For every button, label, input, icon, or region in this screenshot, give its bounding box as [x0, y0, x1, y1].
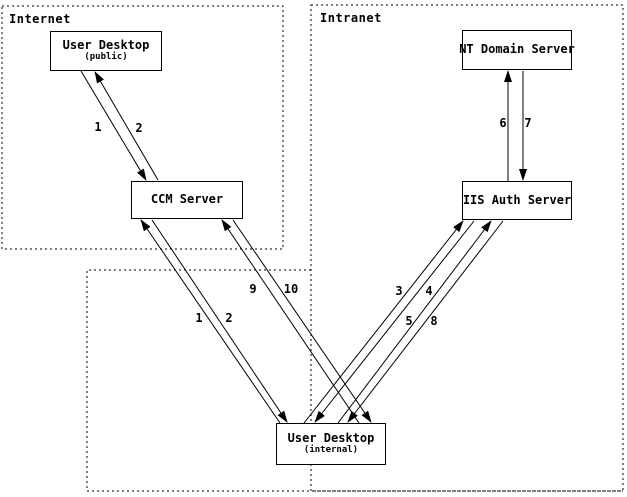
node-ccm-server-title: CCM Server	[150, 192, 224, 207]
node-nt-domain-server: NT Domain Server	[459, 30, 575, 70]
step-label-internal-ccm-1: 1	[195, 311, 203, 325]
node-user-desktop-internal-subtitle: (internal)	[303, 444, 359, 455]
node-user-desktop-internal: User Desktop (internal)	[276, 423, 386, 465]
step-label-internal-iis-3: 3	[395, 284, 403, 298]
step-label-nt-iis-6: 6	[499, 116, 507, 130]
step-label-internal-iis-8: 8	[430, 314, 438, 328]
arrow-internal-to-ccm-9	[221, 219, 360, 424]
step-label-internal-iis-4: 4	[425, 284, 433, 298]
arrow-ccm-to-internal-10	[232, 219, 372, 423]
node-user-desktop-public: User Desktop (public)	[50, 31, 162, 71]
node-user-desktop-public-title: User Desktop	[62, 38, 150, 53]
node-iis-auth-server-title: IIS Auth Server	[462, 192, 572, 207]
node-iis-auth-server: IIS Auth Server	[462, 181, 572, 220]
step-label-public-ccm-2: 2	[135, 121, 143, 135]
step-label-public-ccm-1: 1	[94, 120, 102, 134]
arrow-internal-to-iis-5	[337, 220, 492, 424]
node-user-desktop-internal-title: User Desktop	[287, 431, 375, 446]
internal-zone-border	[86, 269, 623, 492]
arrow-iis-to-internal-4	[314, 220, 475, 423]
arrow-internal-to-ccm-1	[140, 219, 281, 424]
step-label-internal-iis-5: 5	[405, 314, 413, 328]
arrow-ccm-to-internal-2	[151, 219, 288, 423]
step-label-nt-iis-7: 7	[524, 116, 532, 130]
internet-zone-border	[1, 5, 284, 250]
internet-zone-label: Internet	[9, 12, 71, 26]
arrow-ccm-to-public-2	[94, 71, 159, 181]
node-ccm-server: CCM Server	[131, 181, 243, 219]
arrow-internal-to-iis-3	[303, 220, 464, 424]
node-user-desktop-public-subtitle: (public)	[84, 51, 128, 62]
arrow-iis-to-internal-8	[347, 220, 504, 423]
intranet-zone-border	[310, 4, 624, 492]
node-nt-domain-server-title: NT Domain Server	[459, 42, 575, 57]
step-label-internal-ccm-10: 10	[283, 282, 299, 296]
intranet-zone-label: Intranet	[320, 11, 382, 25]
arrow-public-to-ccm-1	[80, 70, 147, 181]
step-label-internal-ccm-9: 9	[249, 282, 257, 296]
step-label-internal-ccm-2: 2	[225, 311, 233, 325]
